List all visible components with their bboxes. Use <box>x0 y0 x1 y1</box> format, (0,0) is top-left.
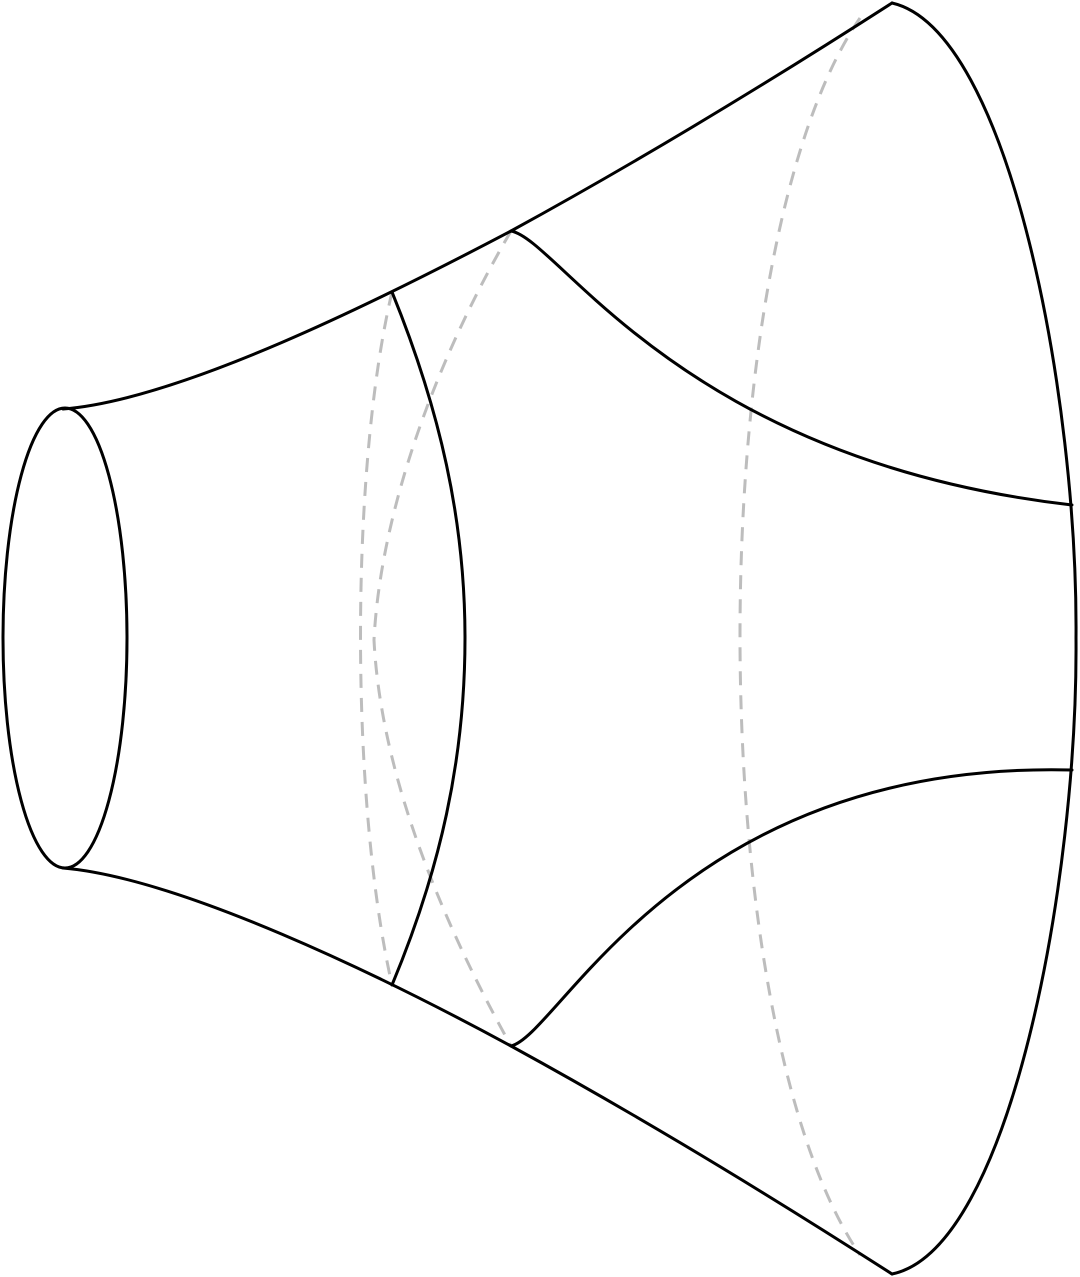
upper-saddle-curve <box>509 229 1074 507</box>
bottom-silhouette <box>61 866 894 1276</box>
middle-cut-curve <box>390 290 467 987</box>
lower-saddle-curve <box>509 768 1074 1048</box>
left-boundary-circle <box>1 406 129 870</box>
hidden-curves <box>359 17 862 1256</box>
right-boundary-circle <box>890 1 1078 1276</box>
hidden-inner-back-arc <box>372 230 513 1047</box>
hidden-middle-back-arc <box>359 291 394 986</box>
top-silhouette <box>61 1 894 411</box>
hidden-right-back-arc <box>738 17 862 1256</box>
